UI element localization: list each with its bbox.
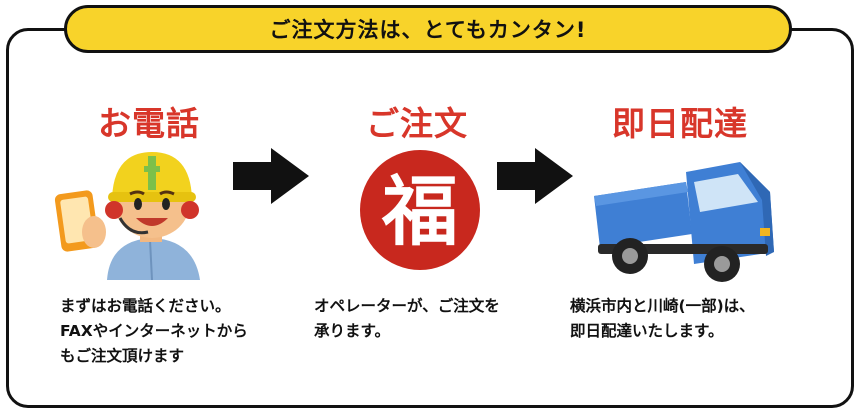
seal-char: 福 (381, 167, 458, 256)
step-title-delivery: 即日配達 (612, 104, 748, 143)
step-title-order: ご注文 (366, 104, 468, 143)
step-title-phone: お電話 (98, 104, 200, 143)
right-arrow-icon (233, 148, 309, 208)
step-desc-delivery: 横浜市内と川崎(一部)は、 即日配達いたします。 (570, 297, 755, 340)
step-desc-phone: まずはお電話ください。 FAXやインターネットから もご注文頂けます (60, 297, 248, 365)
fuku-seal-icon: 福 (358, 148, 482, 276)
header-banner: ご注文方法は、とてもカンタン! (64, 5, 792, 53)
banner-title: ご注文方法は、とてもカンタン! (269, 18, 587, 42)
right-arrow-icon (497, 148, 573, 208)
worker-with-tablet-icon (52, 140, 232, 284)
step-desc-order: オペレーターが、ご注文を 承ります。 (314, 297, 500, 340)
delivery-truck-icon (590, 152, 780, 288)
